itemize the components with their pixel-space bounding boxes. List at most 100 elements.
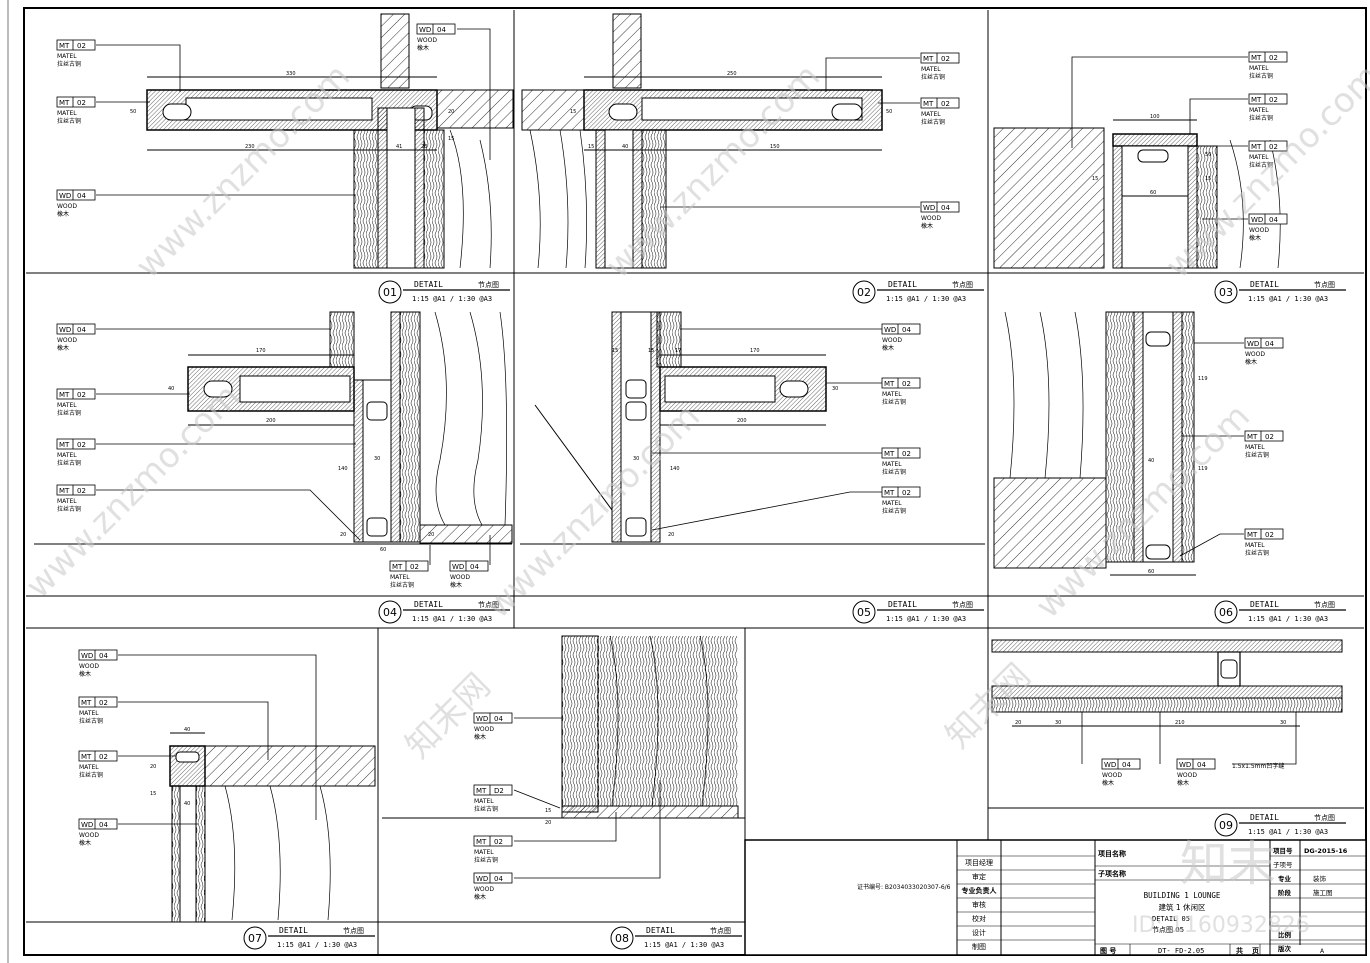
detail-scale: 1:15 @A1 / 1:30 @A3 bbox=[412, 295, 492, 303]
tag-code: WD bbox=[81, 821, 93, 829]
tag-code: MT bbox=[1251, 143, 1262, 151]
tag-code: MT bbox=[392, 563, 403, 571]
detail-04-leaders bbox=[96, 328, 491, 565]
dim-text: 40 bbox=[184, 801, 190, 807]
dim-text: 50 bbox=[1205, 152, 1211, 158]
tag-number: 02 bbox=[77, 99, 86, 107]
page-label: 页 bbox=[1252, 947, 1259, 955]
detail-scale: 1:15 @A1 / 1:30 @A3 bbox=[644, 941, 724, 949]
dim-text: 170 bbox=[256, 348, 266, 354]
tag-code: MT bbox=[59, 487, 70, 495]
tag-code: MT bbox=[923, 100, 934, 108]
tag-number: 02 bbox=[1269, 96, 1278, 104]
detail-title-cn: 节点图 bbox=[952, 601, 973, 609]
tag-material-cn: 拉丝古铜 bbox=[1249, 161, 1273, 169]
tag-material-en: MATEL bbox=[882, 500, 902, 507]
tag-material-cn: 拉丝古铜 bbox=[79, 771, 103, 779]
detail-07-drawing bbox=[169, 732, 376, 923]
tag-material-en: WOOD bbox=[474, 886, 494, 893]
tag-number: D2 bbox=[494, 787, 504, 795]
dim-text: 30 bbox=[633, 456, 639, 462]
tag-material-cn: 拉丝古铜 bbox=[1245, 549, 1269, 557]
detail-title: DETAIL bbox=[279, 926, 308, 935]
detail-06-drawing bbox=[993, 311, 1196, 576]
detail-01-leaders bbox=[96, 28, 491, 196]
dim-text: 15 bbox=[612, 348, 618, 354]
tag-material-cn: 拉丝古铜 bbox=[1249, 72, 1273, 80]
tag-material-en: WOOD bbox=[921, 215, 941, 222]
tag-code: MT bbox=[1251, 54, 1262, 62]
tag-number: 04 bbox=[1197, 761, 1206, 769]
tag-code: MT bbox=[923, 55, 934, 63]
detail-scale: 1:15 @A1 / 1:30 @A3 bbox=[886, 295, 966, 303]
detail-02-drawing bbox=[521, 13, 883, 269]
detail-04-dims: 170 40 200 140 30 20 60 20 bbox=[168, 348, 434, 553]
role-label: 审定 bbox=[972, 872, 986, 881]
detail-title: DETAIL bbox=[1250, 813, 1279, 822]
tag-number: 04 bbox=[1269, 216, 1278, 224]
detail-number: 03 bbox=[1219, 286, 1233, 299]
major-label: 专业 bbox=[1278, 874, 1292, 883]
detail-number: 08 bbox=[615, 932, 629, 945]
detail-05-drawing bbox=[520, 311, 985, 545]
tag-material-cn: 拉丝古铜 bbox=[79, 717, 103, 725]
tag-material-cn: 橡木 bbox=[1177, 779, 1189, 787]
tag-code: MT bbox=[1251, 96, 1262, 104]
detail-title-cn: 节点图 bbox=[1314, 601, 1335, 609]
drawing-no: DT- FD-2.05 bbox=[1158, 947, 1204, 955]
tag-material-en: WOOD bbox=[57, 203, 77, 210]
detail-08-leaders bbox=[513, 717, 661, 879]
drawing-title-cn: 节点图 05 bbox=[1152, 926, 1184, 934]
tag-material-en: WOOD bbox=[450, 574, 470, 581]
detail-08-drawing bbox=[382, 635, 745, 819]
tag-code: WD bbox=[452, 563, 464, 571]
dim-text: 20 bbox=[668, 532, 674, 538]
tag-material-cn: 橡木 bbox=[1245, 358, 1257, 366]
tag-number: 02 bbox=[941, 100, 950, 108]
tag-material-cn: 拉丝古铜 bbox=[57, 505, 81, 513]
tag-material-cn: 拉丝古铜 bbox=[882, 507, 906, 515]
tag-material-cn: 橡木 bbox=[79, 670, 91, 678]
detail-05-dims: 170 15 15 17 30 200 140 30 20 bbox=[612, 348, 838, 538]
tag-number: 02 bbox=[1269, 143, 1278, 151]
dim-text: 200 bbox=[266, 418, 276, 424]
dim-text: 119 bbox=[1198, 466, 1208, 472]
tag-code: MT bbox=[59, 441, 70, 449]
tag-code: MT bbox=[81, 699, 92, 707]
tag-number: 02 bbox=[77, 441, 86, 449]
tag-material-cn: 橡木 bbox=[1102, 779, 1114, 787]
tag-code: MT bbox=[59, 42, 70, 50]
dim-text: 30 bbox=[1280, 720, 1286, 726]
major-value: 装饰 bbox=[1313, 874, 1327, 883]
tag-number: 04 bbox=[941, 204, 950, 212]
dim-text: 330 bbox=[286, 71, 296, 77]
detail-title-cn: 节点图 bbox=[1314, 281, 1335, 289]
tag-material-en: MATEL bbox=[474, 798, 494, 805]
dim-text: 15 bbox=[545, 808, 551, 814]
tag-number: 02 bbox=[1265, 433, 1274, 441]
tag-material-en: MATEL bbox=[1249, 154, 1269, 161]
dim-text: 200 bbox=[737, 418, 747, 424]
dim-text: 119 bbox=[1198, 376, 1208, 382]
tag-material-en: MATEL bbox=[1249, 107, 1269, 114]
detail-number: 06 bbox=[1219, 606, 1233, 619]
tag-code: MT bbox=[884, 450, 895, 458]
role-label: 制图 bbox=[972, 942, 986, 951]
tag-code: MT bbox=[81, 753, 92, 761]
subproject-label: 子项名称 bbox=[1098, 869, 1126, 878]
project-label: 项目名称 bbox=[1098, 849, 1126, 858]
tag-material-en: WOOD bbox=[417, 37, 437, 44]
tag-material-cn: 拉丝古铜 bbox=[57, 117, 81, 125]
